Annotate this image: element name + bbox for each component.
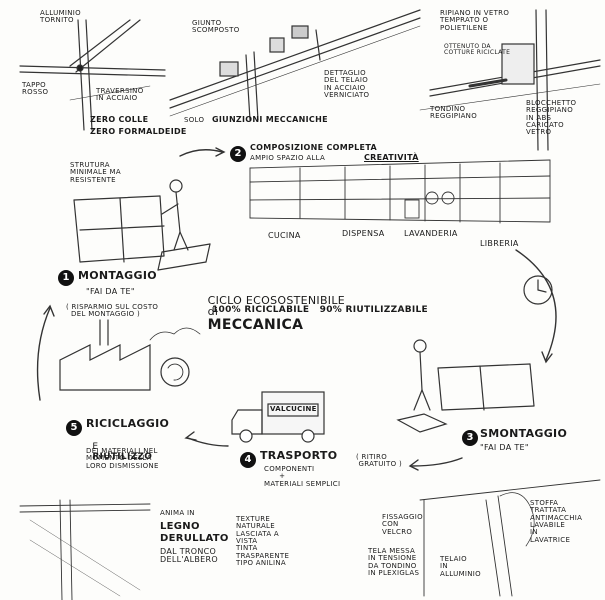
step-5-desc: DEI MATERIALI NEL MOMENTO DELLA LORO DIS… (86, 447, 159, 470)
wood-panel-sketch (19, 499, 151, 600)
step-2-badge: 2 (230, 146, 246, 162)
step-1-subtitle: "FAI DA TE" (86, 287, 135, 296)
label-texture: TEXTURE NATURALE LASCIATA A VISTA TINTA … (236, 515, 290, 568)
label-stoffa: STOFFA TRATTATA ANTIMACCHIA LAVABILE IN … (530, 499, 583, 544)
assembly-sketch (73, 179, 211, 271)
step-3-badge: 3 (462, 430, 478, 446)
cycle-title-brand: MECCANICA (207, 316, 304, 333)
truck-label: VALCUCINE (270, 405, 317, 413)
label-telaio: TELAIO IN ALLUMINIO (440, 555, 481, 578)
disassembly-sketch (396, 339, 535, 433)
cycle-title-main: CICLO ECOSOSTENIBILE (207, 293, 346, 307)
factory-sketch (59, 319, 201, 391)
step-1-note: ( RISPARMIO SUL COSTO DEL MONTAGGIO ) (66, 303, 159, 319)
step-4-desc: COMPONENTI + MATERIALI SEMPLICI (264, 465, 341, 488)
label-dal-tronco: DAL TRONCO DELL'ALBERO (160, 547, 218, 565)
cycle-title: CICLO ECOSOSTENIBILE di MECCANICA (200, 283, 345, 332)
step-5-e-riutilizzo: E RIUTILIZZO (86, 434, 152, 462)
label-derullato: DERULLATO (160, 533, 229, 544)
step-1-title: MONTAGGIO (78, 269, 157, 282)
frame-corner-sketch (19, 19, 166, 131)
step-2-creativita: CREATIVITÀ (364, 153, 419, 162)
label-giunzioni: GIUNZIONI MECCANICHE (212, 115, 328, 124)
room-label-dispensa: DISPENSA (342, 229, 385, 238)
step-4-title: TRASPORTO (260, 449, 338, 462)
label-zero-formaldeide: ZERO FORMALDEIDE (90, 127, 187, 136)
step-1-badge: 1 (58, 270, 74, 286)
label-aluminio: ALLUMINIO TORNITO (40, 9, 81, 25)
label-tondino: TONDINO REGGIPIANO (430, 105, 478, 121)
label-fissaggio: FISSAGGIO CON VELCRO (382, 513, 423, 536)
label-tappo: TAPPO ROSSO (22, 81, 49, 97)
label-zero-colle: ZERO COLLE (90, 115, 149, 124)
label-dettaglio: DETTAGLIO DEL TELAIO IN ACCIAIO VERNICIA… (324, 69, 370, 100)
label-ripiano: RIPIANO IN VETRO TEMPRATO O POLIETILENE (440, 9, 510, 32)
step-3-subtitle: "FAI DA TE" (480, 443, 529, 452)
truck-sketch (231, 391, 325, 443)
step-2-subtitle: AMPIO SPAZIO ALLA (250, 154, 326, 162)
cycle-arrows (36, 147, 557, 471)
kitchen-composition-sketch (249, 159, 551, 224)
label-ottenuto: OTTENUTO DA COTTURE RICICLATE (444, 43, 511, 57)
room-label-cucina: CUCINA (268, 231, 301, 240)
room-label-libreria: LIBRERIA (480, 239, 519, 248)
joint-sketch (169, 9, 421, 121)
room-label-lavanderia: LAVANDERIA (404, 229, 458, 238)
label-anima: ANIMA IN (160, 509, 195, 517)
step-5-title: RICICLAGGIO (86, 417, 170, 430)
step-2-title: COMPOSIZIONE COMPLETA (250, 143, 377, 152)
step-5-badge: 5 (66, 420, 82, 436)
fabric-panel-sketch (419, 479, 601, 597)
cycle-subtitle: 100% RICICLABILE 90% RIUTILIZZABILE (212, 305, 429, 315)
label-tela: TELA MESSA IN TENSIONE DA TONDINO IN PLE… (368, 547, 420, 578)
label-blocchetto: BLOCCHETTO REGGIPIANO IN ABS CARICATO VE… (526, 99, 577, 137)
clock-icon (523, 275, 553, 305)
shelf-support-sketch (419, 9, 601, 151)
step-5-riutilizzo: RIUTILIZZO (92, 451, 153, 462)
step-3-title: SMONTAGGIO (480, 427, 568, 440)
label-traversino: TRAVERSINO IN ACCIAIO (96, 87, 144, 103)
label-giunto: GIUNTO SCOMPOSTO (192, 19, 240, 35)
label-struttura: STRUTURA MINIMALE MA RESISTENTE (70, 161, 121, 184)
step-4-ritiro: ( RITIRO GRATUITO ) (356, 453, 402, 469)
label-legno: LEGNO (160, 521, 200, 532)
step-5-e: E (92, 442, 99, 453)
label-solo: SOLO (184, 116, 205, 124)
step-4-badge: 4 (240, 452, 256, 468)
cycle-title-di: di (207, 305, 219, 319)
